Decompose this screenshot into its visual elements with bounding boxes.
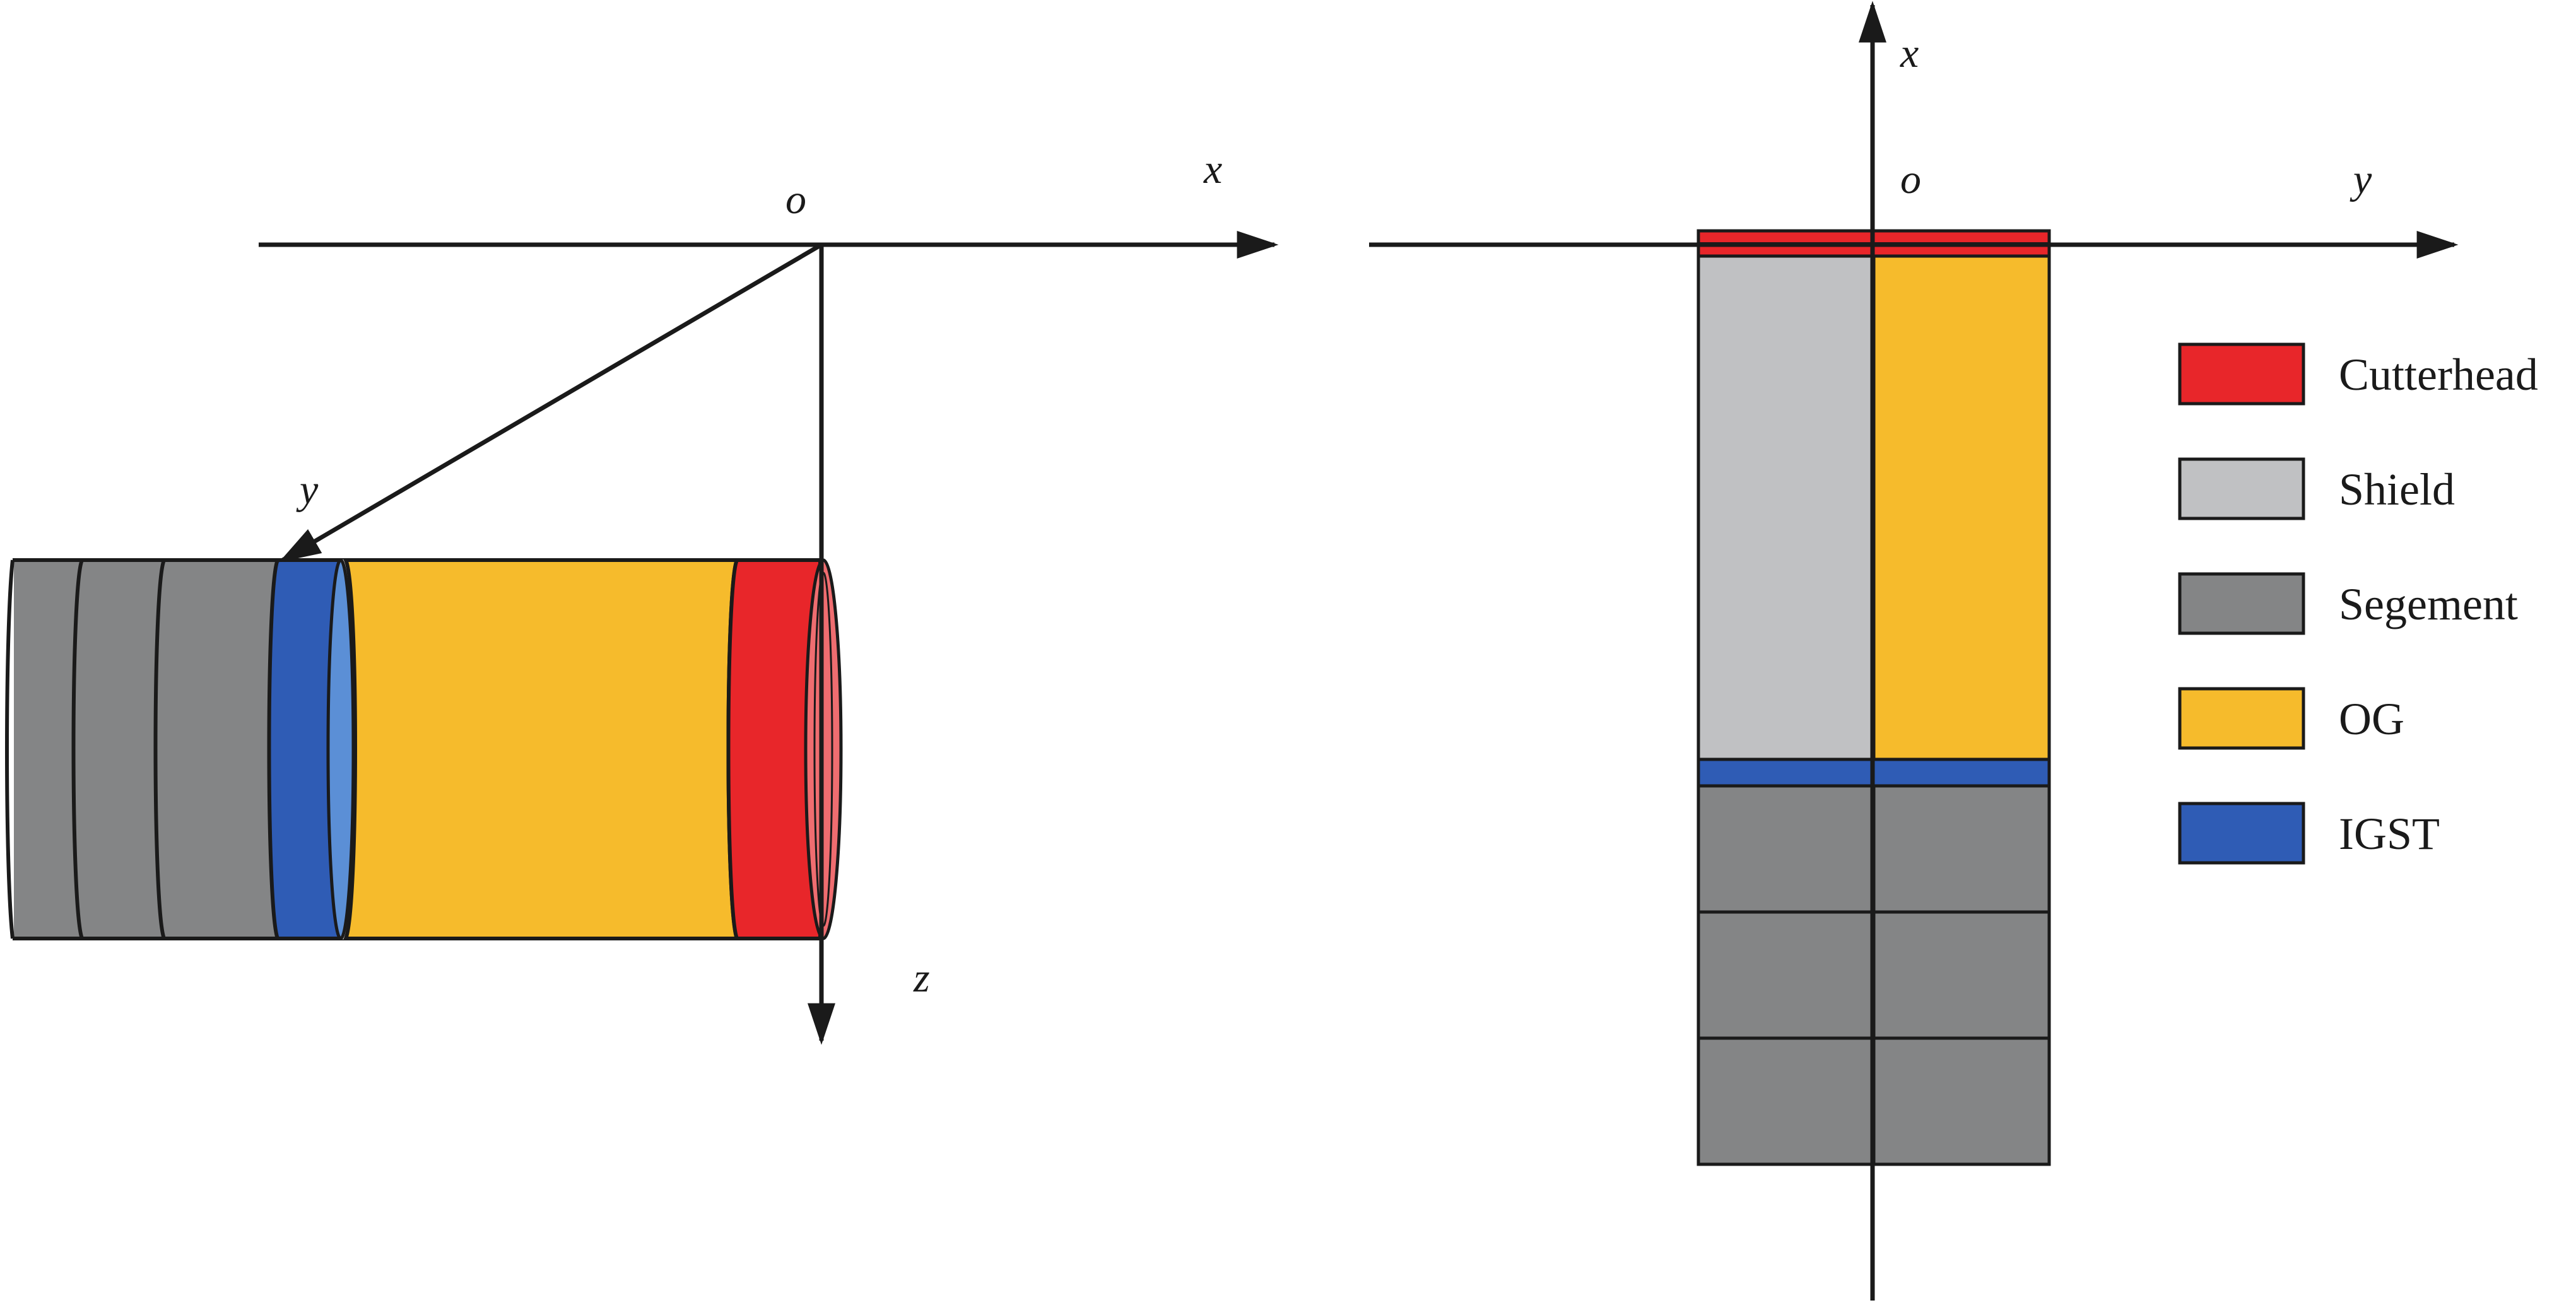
- right-segment-cell: [1872, 784, 2051, 914]
- left-y-axis-label: y: [296, 467, 319, 513]
- legend-swatch: [2178, 687, 2305, 750]
- legend-item: Cutterhead: [2178, 342, 2538, 406]
- igst-ring: [267, 558, 355, 940]
- legend-swatch: [2178, 457, 2305, 520]
- legend-swatch: [2178, 802, 2305, 865]
- right-segment-cell: [1872, 1036, 2051, 1166]
- legend-label: Cutterhead: [2339, 349, 2538, 400]
- cutterhead-body: [726, 558, 822, 940]
- segment-rings: [5, 558, 287, 940]
- right-view: o x y: [1369, 1, 2459, 1301]
- left-origin-label: o: [785, 177, 806, 223]
- right-shield-panel: [1697, 254, 1876, 761]
- legend-item: Shield: [2178, 457, 2455, 520]
- right-og-panel: [1872, 254, 2051, 761]
- left-z-axis-label: z: [913, 955, 930, 1001]
- right-segment-cell: [1697, 910, 1876, 1040]
- left-view: o x y z: [5, 146, 1279, 1045]
- right-origin-label: o: [1900, 156, 1921, 202]
- og-body: [343, 558, 740, 940]
- cutterhead: [726, 558, 843, 940]
- legend-label: IGST: [2339, 809, 2440, 859]
- legend-label: Shield: [2339, 464, 2455, 515]
- left-x-axis-label: x: [1203, 146, 1222, 192]
- legend-item: IGST: [2178, 802, 2440, 865]
- legend-item: Segement: [2178, 572, 2518, 635]
- segment-body: [14, 560, 52, 939]
- right-segment-cell: [1697, 1036, 1876, 1166]
- segment-outline: [5, 558, 284, 940]
- right-segment-grid: [1697, 784, 2051, 1166]
- legend-swatch: [2178, 572, 2305, 635]
- right-segment-cell: [1872, 910, 2051, 1040]
- segment-ring-3: [153, 558, 287, 940]
- legend-item: OG: [2178, 687, 2404, 750]
- right-x-axis-label: x: [1900, 30, 1919, 76]
- legend-label: OG: [2339, 694, 2404, 744]
- right-y-axis-label: y: [2350, 156, 2372, 202]
- right-segment-cell: [1697, 784, 1876, 914]
- igst-ring-face: [326, 558, 355, 940]
- legend-label: Segement: [2339, 579, 2518, 629]
- legend-swatch: [2178, 342, 2305, 406]
- left-y-axis: [279, 242, 823, 563]
